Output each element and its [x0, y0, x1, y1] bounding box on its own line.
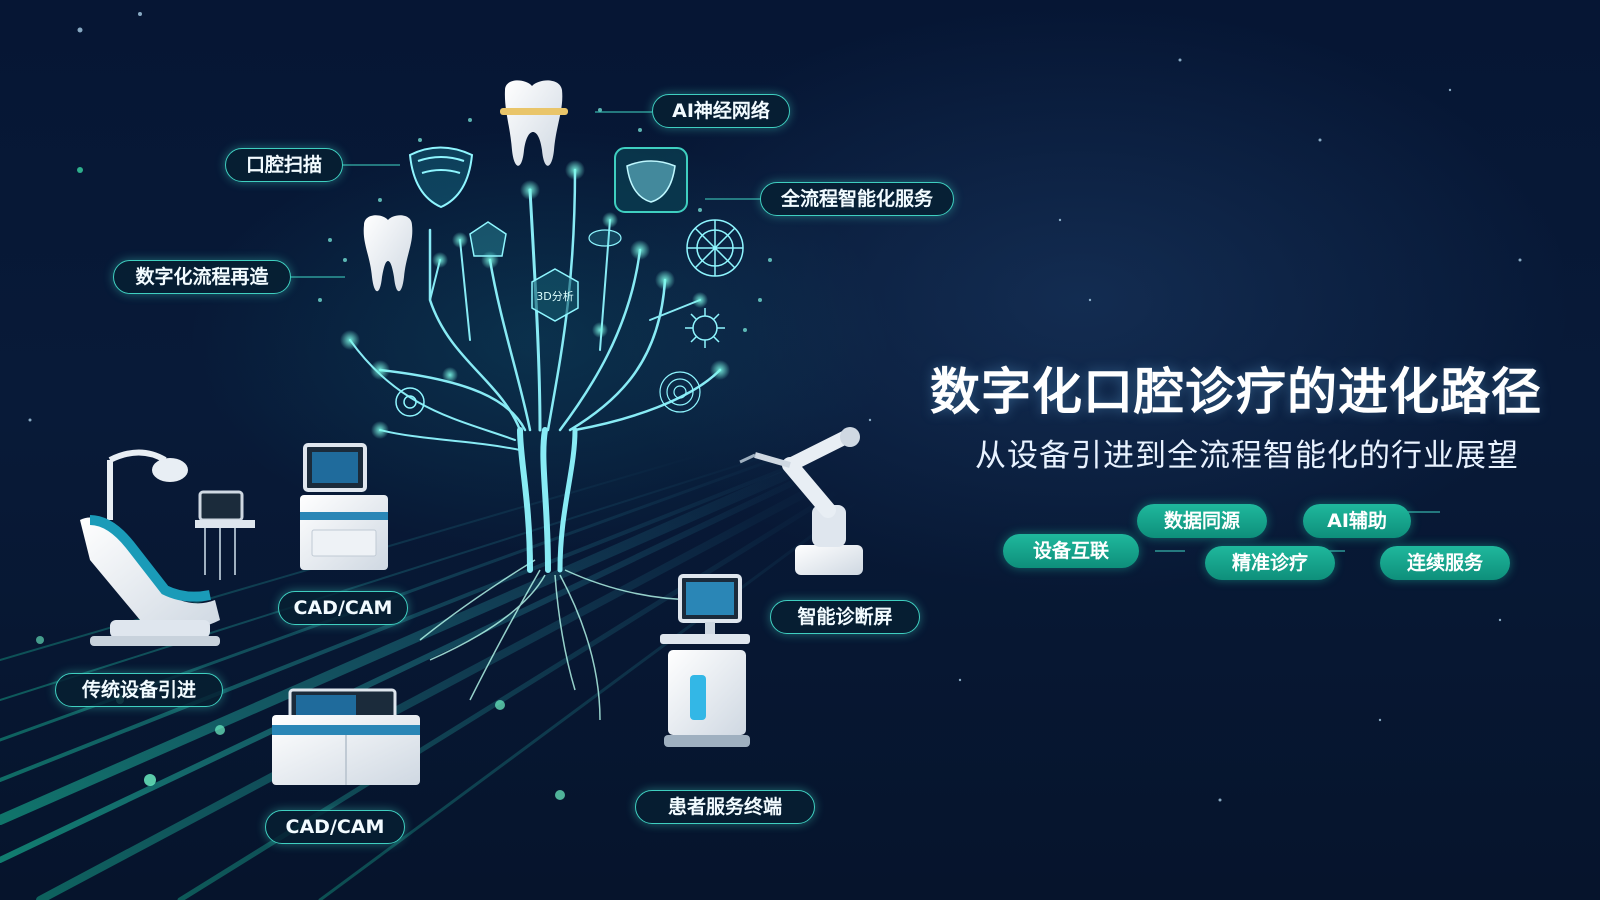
- label-cadcam-top: CAD/CAM: [278, 591, 408, 625]
- aligner-icon: [614, 147, 688, 213]
- tree: [349, 168, 722, 573]
- label-full-intelligent-service: 全流程智能化服务: [760, 182, 954, 216]
- pill-data-source: 数据同源: [1137, 504, 1267, 538]
- beam-sparks: [36, 636, 565, 800]
- cadcam-machine-icon: [300, 443, 388, 570]
- label-oral-scan: 口腔扫描: [225, 148, 343, 182]
- canopy-badge-text: 3D分析: [536, 289, 573, 303]
- label-patient-service-terminal: 患者服务终端: [635, 790, 815, 824]
- robot-arm-icon: [739, 427, 863, 575]
- label-traditional-equipment: 传统设备引进: [55, 673, 223, 707]
- dental-chair-icon: [80, 449, 255, 646]
- pill-device-interconnect: 设备互联: [1003, 534, 1139, 568]
- crystal-icon: [469, 221, 507, 257]
- jaw-scan-icon: [408, 146, 474, 209]
- label-smart-diagnosis-screen: 智能诊断屏: [770, 600, 920, 634]
- page-title: 数字化口腔诊疗的进化路径: [930, 363, 1542, 421]
- disc-icon: [588, 229, 622, 247]
- pill-ai-assist: AI辅助: [1303, 504, 1411, 538]
- pill-continuous-service: 连续服务: [1380, 546, 1510, 580]
- tooth-icon: [363, 215, 413, 292]
- molecule-icon: [686, 219, 744, 277]
- gear-cell-icon: [395, 387, 425, 417]
- pill-precise-treatment: 精准诊疗: [1205, 546, 1335, 580]
- stars: [28, 12, 1522, 802]
- kiosk-icon: [660, 574, 750, 747]
- canopy-dots: [318, 108, 772, 332]
- cell-icon: [659, 371, 701, 413]
- virus-icon: [685, 308, 725, 348]
- label-ai-neural-network: AI神经网络: [652, 94, 790, 128]
- label-cadcam-bottom: CAD/CAM: [265, 810, 405, 844]
- page-subtitle: 从设备引进到全流程智能化的行业展望: [975, 438, 1519, 474]
- braces-tooth-icon: [500, 80, 568, 166]
- label-digital-process: 数字化流程再造: [113, 260, 291, 294]
- hexagon-badge: [531, 268, 579, 322]
- tree-nodes: [340, 160, 730, 439]
- tree-roots: [419, 559, 701, 721]
- cadcam-machine-icon: [272, 688, 420, 785]
